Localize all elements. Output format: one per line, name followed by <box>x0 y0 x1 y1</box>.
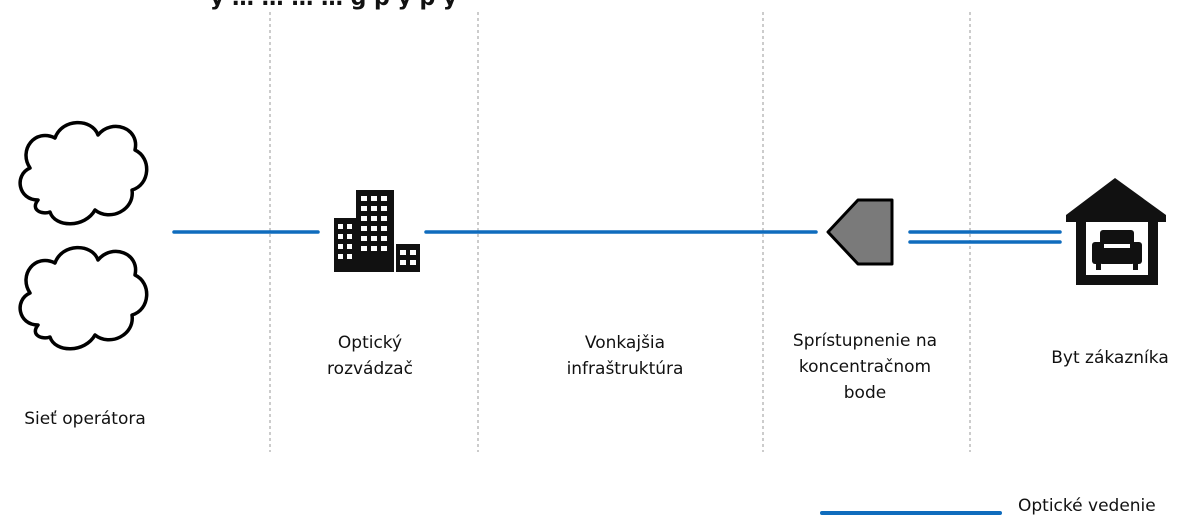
stage-label-access: Sprístupnenie na koncentračnom bode <box>792 331 938 403</box>
office-building-icon <box>334 190 420 272</box>
stage-label-odf: Optický rozvádzač <box>327 333 413 379</box>
pentagon-node-icon <box>826 198 894 266</box>
section-dividers <box>269 12 971 452</box>
legend-label: Optické vedenie <box>1018 496 1156 516</box>
fiber-lines <box>172 230 1062 244</box>
diagram-title-cropped: y … … … … g p y p y <box>210 0 457 11</box>
cloud-icon <box>18 245 149 351</box>
cloud-icon <box>18 120 149 226</box>
stage-label-network: Sieť operátora <box>24 409 146 429</box>
house-sofa-icon <box>1066 178 1166 285</box>
stage-label-outside: Vonkajšia infraštruktúra <box>566 333 684 379</box>
stage-label-home: Byt zákazníka <box>1051 348 1169 368</box>
